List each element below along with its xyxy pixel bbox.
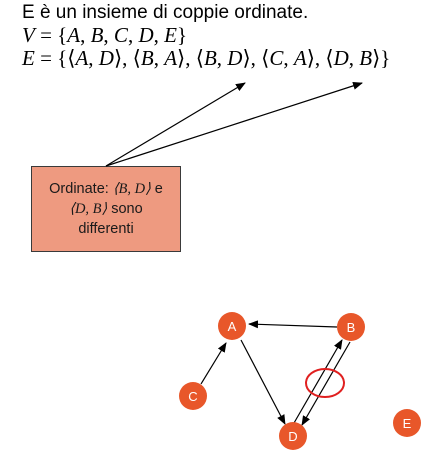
edge-a-d bbox=[240, 339, 286, 425]
edge-pair: ⟨B, D⟩ bbox=[195, 46, 251, 70]
vertex-item: E bbox=[164, 23, 177, 47]
vertex-item: A bbox=[67, 23, 81, 47]
vertex-set-items: A, B, C, D, E bbox=[67, 23, 177, 47]
node-a: A bbox=[218, 312, 246, 340]
vertex-set-eq: = { bbox=[34, 23, 68, 47]
edge-b-d bbox=[301, 341, 351, 426]
edge-c-a bbox=[200, 342, 227, 385]
svg-text:D: D bbox=[288, 429, 297, 444]
edge-set-name: E bbox=[22, 46, 35, 70]
edge-set-items: ⟨A, D⟩, ⟨B, A⟩, ⟨B, D⟩, ⟨C, A⟩, ⟨D, B⟩ bbox=[67, 46, 381, 70]
node-d: D bbox=[279, 422, 307, 450]
edge-pair: ⟨A, D⟩ bbox=[67, 46, 123, 70]
vertex-set-name: V bbox=[22, 23, 35, 47]
edge-set-formula: E = {⟨A, D⟩, ⟨B, A⟩, ⟨B, D⟩, ⟨C, A⟩, ⟨D,… bbox=[22, 46, 391, 70]
edge-pair: ⟨B, A⟩ bbox=[132, 46, 186, 70]
svg-text:B: B bbox=[347, 320, 356, 335]
svg-text:A: A bbox=[228, 319, 237, 334]
edge-pair: ⟨D, B⟩ bbox=[325, 46, 381, 70]
ordered-pairs-note: Ordinate: ⟨B, D⟩ e ⟨D, B⟩ sono different… bbox=[31, 166, 181, 252]
node-e: E bbox=[393, 409, 421, 437]
callout-arrow-bd bbox=[105, 82, 246, 167]
edge-pair: ⟨C, A⟩ bbox=[261, 46, 315, 70]
svg-text:C: C bbox=[188, 389, 197, 404]
vertex-item: D bbox=[138, 23, 154, 47]
edge-d-b bbox=[293, 339, 343, 424]
highlight-ellipse bbox=[305, 368, 345, 398]
intro-text: E è un insieme di coppie ordinate. bbox=[22, 2, 309, 23]
callout-arrow-db bbox=[105, 81, 363, 167]
svg-text:E: E bbox=[403, 416, 412, 431]
node-c: C bbox=[179, 382, 207, 410]
vertex-item: C bbox=[113, 23, 128, 47]
vertex-item: B bbox=[90, 23, 104, 47]
note-line-2: ⟨D, B⟩ sono bbox=[69, 201, 143, 217]
edge-set-eq: = { bbox=[34, 46, 68, 70]
note-line-3: differenti bbox=[78, 221, 134, 237]
node-b: B bbox=[337, 313, 365, 341]
note-line-1: Ordinate: ⟨B, D⟩ e bbox=[49, 181, 163, 197]
vertex-set-formula: V = {A, B, C, D, E} bbox=[22, 23, 188, 47]
edge-b-a bbox=[248, 320, 338, 329]
